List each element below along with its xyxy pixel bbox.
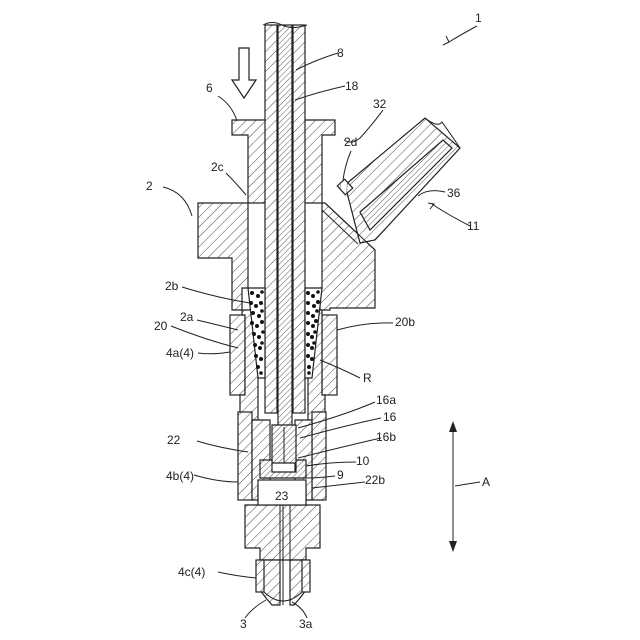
label-3a: 3a xyxy=(299,617,313,631)
label-22b: 22b xyxy=(365,473,385,487)
label-11: 11 xyxy=(467,219,480,233)
flow-direction-arrow xyxy=(232,48,256,98)
label-2a: 2a xyxy=(180,310,194,324)
electrode-8 xyxy=(265,25,277,413)
label-9: 9 xyxy=(337,468,344,482)
label-1: 1 xyxy=(475,11,482,25)
label-22: 22 xyxy=(167,433,181,447)
sleeve-4c-right xyxy=(302,560,310,592)
label-2c: 2c xyxy=(211,160,224,174)
sleeve-4b xyxy=(238,412,252,500)
label-10: 10 xyxy=(356,454,370,468)
sleeve-4a xyxy=(230,315,245,395)
core-18 xyxy=(278,25,292,427)
sleeve-4a-right xyxy=(322,315,337,395)
label-18: 18 xyxy=(345,79,359,93)
label-20: 20 xyxy=(154,319,168,333)
label-4b: 4b(4) xyxy=(166,469,194,483)
label-20b: 20b xyxy=(395,315,415,329)
label-23: 23 xyxy=(275,489,289,503)
label-2: 2 xyxy=(146,179,153,193)
label-8: 8 xyxy=(337,46,344,60)
label-2b: 2b xyxy=(165,279,179,293)
label-32: 32 xyxy=(373,97,387,111)
label-16b: 16b xyxy=(376,430,396,444)
axis-arrow-a xyxy=(449,421,457,552)
label-3: 3 xyxy=(240,617,247,631)
label-16a: 16a xyxy=(376,393,396,407)
label-A: A xyxy=(482,475,490,489)
label-36: 36 xyxy=(447,186,461,200)
label-4a: 4a(4) xyxy=(166,346,194,360)
electrode-8-right xyxy=(293,25,305,413)
label-2d: 2d xyxy=(344,135,357,149)
label-6: 6 xyxy=(206,81,213,95)
label-4c: 4c(4) xyxy=(178,565,205,579)
sleeve-4c xyxy=(256,560,264,592)
label-R: R xyxy=(363,371,372,385)
label-16: 16 xyxy=(383,410,397,424)
